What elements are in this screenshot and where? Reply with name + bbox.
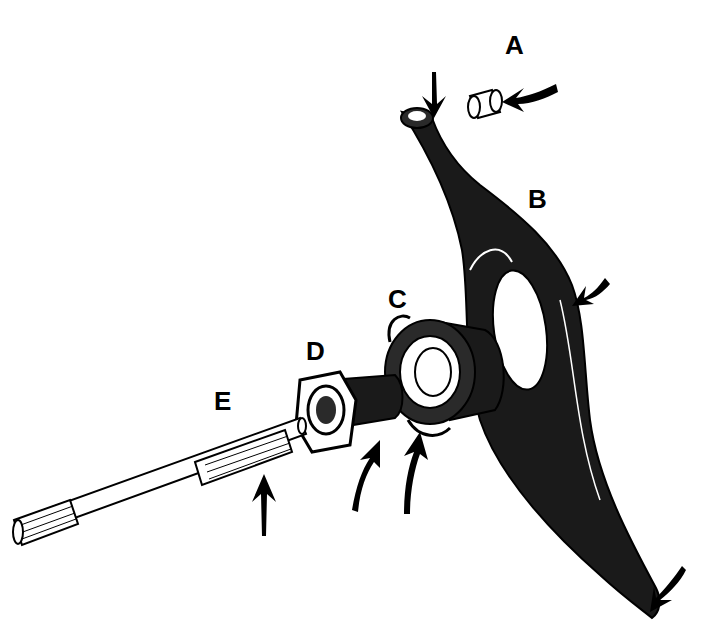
pointer-arrows: [252, 72, 686, 612]
part-letter: B: [528, 186, 547, 212]
release-bearing: [385, 316, 504, 435]
part-letter: D: [306, 338, 325, 364]
alignment-shaft: [13, 418, 306, 545]
part-letter: A: [505, 32, 524, 58]
guide-sleeve: [296, 372, 403, 452]
part-letter: C: [388, 286, 407, 312]
pivot-bush: [468, 90, 502, 118]
release-fork: [401, 108, 659, 618]
part-letter: E: [214, 388, 231, 414]
